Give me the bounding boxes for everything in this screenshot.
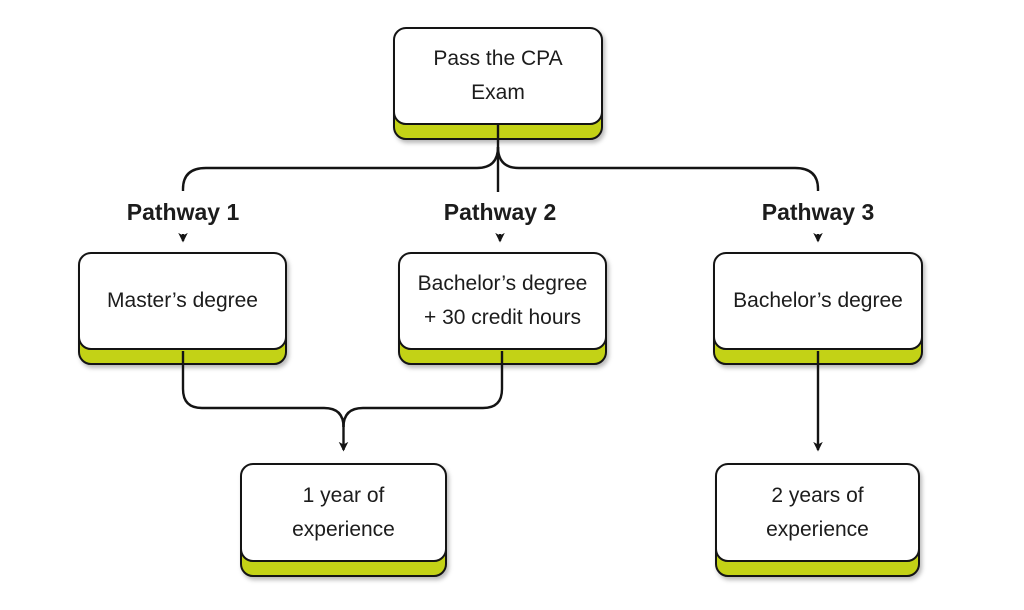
node-bachelors-degree-plus-30: Bachelor’s degree + 30 credit hours: [398, 252, 607, 365]
connector-exam-split-left: [181, 146, 500, 191]
node-body: Bachelor’s degree: [713, 252, 923, 350]
node-body: Bachelor’s degree + 30 credit hours: [398, 252, 607, 350]
connector-exam-split-right: [496, 146, 820, 191]
node-body: 1 year of experience: [240, 463, 447, 562]
node-bachelors-degree: Bachelor’s degree: [713, 252, 923, 365]
node-text-line: Bachelor’s degree: [417, 272, 588, 295]
node-text-line: 2 years of: [771, 483, 864, 507]
node-text-line: + 30 credit hours: [423, 306, 581, 329]
node-body: 2 years of experience: [715, 463, 920, 562]
node-text-line: experience: [766, 517, 869, 541]
node-text-line: Exam: [471, 81, 525, 104]
node-text-line: Master’s degree: [107, 289, 258, 312]
pathway-1-label: Pathway 1: [126, 199, 240, 225]
node-body: Pass the CPA Exam: [393, 27, 603, 125]
node-2-years-experience: 2 years of experience: [715, 463, 920, 577]
pathway-2-label: Pathway 2: [443, 199, 557, 225]
node-text-line: Pass the CPA: [433, 47, 563, 70]
node-body: Master’s degree: [78, 252, 287, 350]
node-1-year-experience: 1 year of experience: [240, 463, 447, 577]
node-pass-cpa-exam: Pass the CPA Exam: [393, 27, 603, 140]
node-text-line: 1 year of: [302, 483, 385, 507]
node-masters-degree: Master’s degree: [78, 252, 287, 365]
node-text-line: experience: [292, 517, 395, 541]
node-text-line: Bachelor’s degree: [733, 289, 903, 312]
pathway-3-label: Pathway 3: [761, 199, 875, 225]
